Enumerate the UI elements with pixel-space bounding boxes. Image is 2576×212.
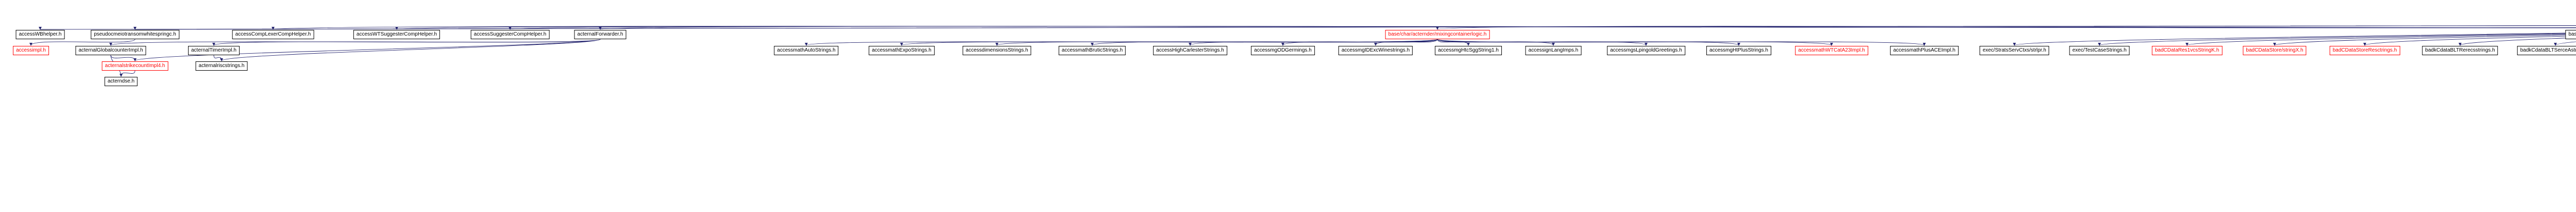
graph-node-l_risc[interactable]: acternalriscstrings.h xyxy=(195,61,248,71)
graph-node-a_impl[interactable]: accessimpl.h xyxy=(13,46,49,55)
graph-node-m6[interactable]: accessmgODGermings.h xyxy=(1251,46,1315,55)
graph-node-m1[interactable]: accessmathAutoStrings.h xyxy=(774,46,839,55)
graph-node-m16[interactable]: badCDataRes1vcsStringK.h xyxy=(2151,46,2223,55)
graph-node-a_fwd[interactable]: acternalForwarder.h xyxy=(574,30,626,39)
graph-node-m15[interactable]: exec/TestCaseStrings.h xyxy=(2069,46,2130,55)
graph-node-b_mixing[interactable]: base/char/acternder/mixingcontainerlogic… xyxy=(1385,30,1490,39)
graph-node-m19[interactable]: badkCdataBLTRerecsstrings.h xyxy=(2422,46,2498,55)
graph-node-m14[interactable]: exec/StratsServCtxs/strlpr.h xyxy=(1979,46,2049,55)
graph-node-a_complexer[interactable]: accessCompLexerCompHelper.h xyxy=(232,30,314,39)
graph-node-a_wb[interactable]: accessWBhelper.h xyxy=(15,30,65,39)
graph-node-m17[interactable]: badCDataStore/stringX.h xyxy=(2243,46,2307,55)
graph-node-m20[interactable]: badkCdataBLTSerceAstrings.h xyxy=(2517,46,2576,55)
graph-node-m3[interactable]: accessdimensionsStrings.h xyxy=(962,46,1031,55)
graph-node-l_strike[interactable]: acternalstrikecountImpl4.h xyxy=(101,61,168,71)
graph-node-m9[interactable]: accessignLangImps.h xyxy=(1525,46,1582,55)
graph-node-m5[interactable]: accessHighCarlesterStrings.h xyxy=(1153,46,1227,55)
graph-node-l_dse[interactable]: acterndse.h xyxy=(104,77,138,86)
graph-node-m2[interactable]: accessmathExpoStrings.h xyxy=(869,46,935,55)
graph-node-a_sugg[interactable]: accessSuggesterCompHelper.h xyxy=(470,30,550,39)
graph-node-b_error[interactable]: base/error.h xyxy=(2565,30,2576,39)
graph-node-m13[interactable]: accessmathPlusACEImpl.h xyxy=(1890,46,1959,55)
graph-node-m4[interactable]: accessmathBruticStrings.h xyxy=(1058,46,1126,55)
graph-node-l_global[interactable]: acternalGlobalcounterImpl.h xyxy=(75,46,146,55)
graph-node-m11[interactable]: accessmgHtPlusStrings.h xyxy=(1706,46,1771,55)
graph-node-m12[interactable]: accessmathWTCatA23Impl.h xyxy=(1795,46,1868,55)
graph-node-m10[interactable]: accessmgsLpingoldGreetings.h xyxy=(1607,46,1685,55)
graph-node-m18[interactable]: badCDataStoreResctrings.h xyxy=(2329,46,2400,55)
graph-node-m7[interactable]: accessmgIDExcWinestrings.h xyxy=(1338,46,1413,55)
graph-node-a_wtsugg[interactable]: accessWTSuggesterCompHelper.h xyxy=(353,30,440,39)
graph-node-l_timer[interactable]: acternalTimerImpl.h xyxy=(188,46,240,55)
graph-node-m8[interactable]: accessmgHtcSggString1.h xyxy=(1435,46,1502,55)
graph-node-a_pseudo[interactable]: pseudocmeiotransomwhitespringc.h xyxy=(91,30,179,39)
